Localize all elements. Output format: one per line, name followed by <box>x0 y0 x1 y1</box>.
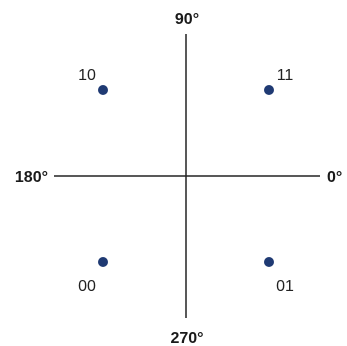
constellation-points: 11 10 00 01 <box>78 67 294 295</box>
point-label-11: 11 <box>277 67 294 84</box>
point-label-00: 00 <box>78 278 96 295</box>
constellation-point-01 <box>264 257 274 267</box>
constellation-point-11 <box>264 85 274 95</box>
axis-label-90: 90° <box>175 11 199 28</box>
point-label-01: 01 <box>276 278 294 295</box>
constellation-point-00 <box>98 257 108 267</box>
axis-label-180: 180° <box>15 169 48 186</box>
axis-label-270: 270° <box>170 330 203 346</box>
point-label-10: 10 <box>78 67 96 84</box>
axis-label-0: 0° <box>327 169 342 186</box>
constellation-point-10 <box>98 85 108 95</box>
